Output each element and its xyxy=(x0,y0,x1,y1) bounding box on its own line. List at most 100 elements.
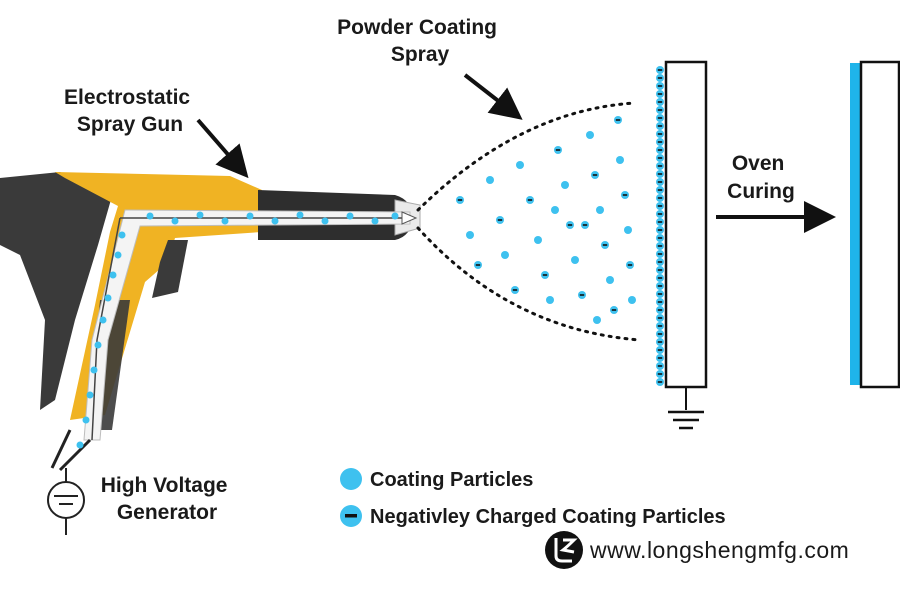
workpiece-panel xyxy=(656,60,708,430)
charge-minus xyxy=(657,101,663,103)
coating-particle xyxy=(391,212,399,220)
spray-gun-label-line2: Spray Gun xyxy=(77,113,183,136)
legend-coating-particles: Coating Particles xyxy=(370,469,533,491)
coating-particle xyxy=(561,181,569,189)
cured-panel xyxy=(850,60,900,389)
charge-minus xyxy=(657,309,663,311)
powder-spray-label: Powder Coating Spray xyxy=(337,16,503,66)
coating-particle xyxy=(94,341,102,349)
charge-minus xyxy=(497,219,503,221)
gun-channel-line xyxy=(91,217,410,441)
legend: Coating Particles Negativley Charged Coa… xyxy=(340,468,726,528)
oven-curing-label-line2: Curing xyxy=(727,180,795,203)
charge-minus xyxy=(657,125,663,127)
website-url: www.longshengmfg.com xyxy=(589,537,849,563)
charge-minus xyxy=(657,173,663,175)
charge-minus xyxy=(657,381,663,383)
coating-particle xyxy=(196,211,204,219)
charge-minus xyxy=(627,264,633,266)
cured-coating xyxy=(850,63,861,385)
coating-particle xyxy=(114,251,122,259)
coating-particle xyxy=(551,206,559,214)
gun-channel-arrow xyxy=(401,211,418,225)
spray-gun-label-line1: Electrostatic xyxy=(64,86,190,109)
arrows xyxy=(196,73,836,233)
gun-rear-grip xyxy=(0,172,112,410)
coating-particle xyxy=(171,217,179,225)
charge-minus xyxy=(527,199,533,201)
coating-particle xyxy=(118,231,126,239)
coating-particle xyxy=(606,276,614,284)
charge-minus xyxy=(657,181,663,183)
coating-particle xyxy=(596,206,604,214)
charge-minus xyxy=(657,333,663,335)
coating-particle xyxy=(466,231,474,239)
charge-minus xyxy=(657,373,663,375)
coating-particle xyxy=(76,441,84,449)
legend-coating-particle-icon xyxy=(340,468,362,490)
oven-curing-label: Oven Curing xyxy=(727,152,795,203)
oven-curing-label-line1: Oven xyxy=(732,152,785,175)
generator-label-line2: Generator xyxy=(117,501,217,524)
charge-minus xyxy=(657,357,663,359)
charge-minus xyxy=(657,141,663,143)
coating-particle xyxy=(534,236,542,244)
charge-minus xyxy=(457,199,463,201)
coating-particle xyxy=(624,226,632,234)
panel xyxy=(664,60,708,389)
coating-particle xyxy=(371,217,379,225)
charge-minus xyxy=(611,309,617,311)
coating-particle xyxy=(90,366,98,374)
coating-particle xyxy=(516,161,524,169)
gun-trigger xyxy=(152,240,188,298)
charge-minus xyxy=(657,93,663,95)
panel-particles xyxy=(656,66,664,386)
gun-cable xyxy=(58,438,92,472)
coating-particle xyxy=(321,217,329,225)
charge-minus xyxy=(657,77,663,79)
cured-panel-body xyxy=(859,60,900,389)
arrow-powder-spray xyxy=(463,73,523,120)
charge-minus xyxy=(657,197,663,199)
coating-particle xyxy=(104,294,112,302)
charge-minus xyxy=(615,119,621,121)
charge-minus xyxy=(657,341,663,343)
charge-minus xyxy=(657,237,663,239)
gun-particles xyxy=(76,211,399,449)
coating-particle xyxy=(146,212,154,220)
charge-minus xyxy=(657,301,663,303)
charge-minus xyxy=(582,224,588,226)
coating-particle xyxy=(221,217,229,225)
charge-minus xyxy=(622,194,628,196)
coating-particle xyxy=(546,296,554,304)
coating-particle xyxy=(571,256,579,264)
spray-cloud-outline xyxy=(416,101,637,212)
charge-minus xyxy=(602,244,608,246)
charge-minus xyxy=(579,294,585,296)
charge-minus xyxy=(657,85,663,87)
coating-particle xyxy=(346,212,354,220)
legend-charged-particles: Negativley Charged Coating Particles xyxy=(370,506,726,528)
coating-particle xyxy=(616,156,624,164)
charge-minus xyxy=(657,253,663,255)
charge-minus xyxy=(657,165,663,167)
spray-cloud-outline-lower xyxy=(416,226,642,342)
coating-particle xyxy=(501,251,509,259)
charge-minus xyxy=(657,285,663,287)
charge-minus xyxy=(657,213,663,215)
charge-minus xyxy=(657,365,663,367)
website-brand: www.longshengmfg.com xyxy=(545,531,849,569)
legend-charged-particle-minus-icon xyxy=(345,514,357,518)
spray-cloud xyxy=(416,101,642,342)
generator-label: High Voltage Generator xyxy=(101,474,234,524)
charge-minus xyxy=(657,157,663,159)
charge-minus xyxy=(657,189,663,191)
ground-symbol-icon xyxy=(668,387,704,430)
coating-particle xyxy=(486,176,494,184)
coating-particle xyxy=(109,271,117,279)
coating-particle xyxy=(593,316,601,324)
coating-particle xyxy=(628,296,636,304)
powder-spray-label-line1: Powder Coating xyxy=(337,16,497,39)
